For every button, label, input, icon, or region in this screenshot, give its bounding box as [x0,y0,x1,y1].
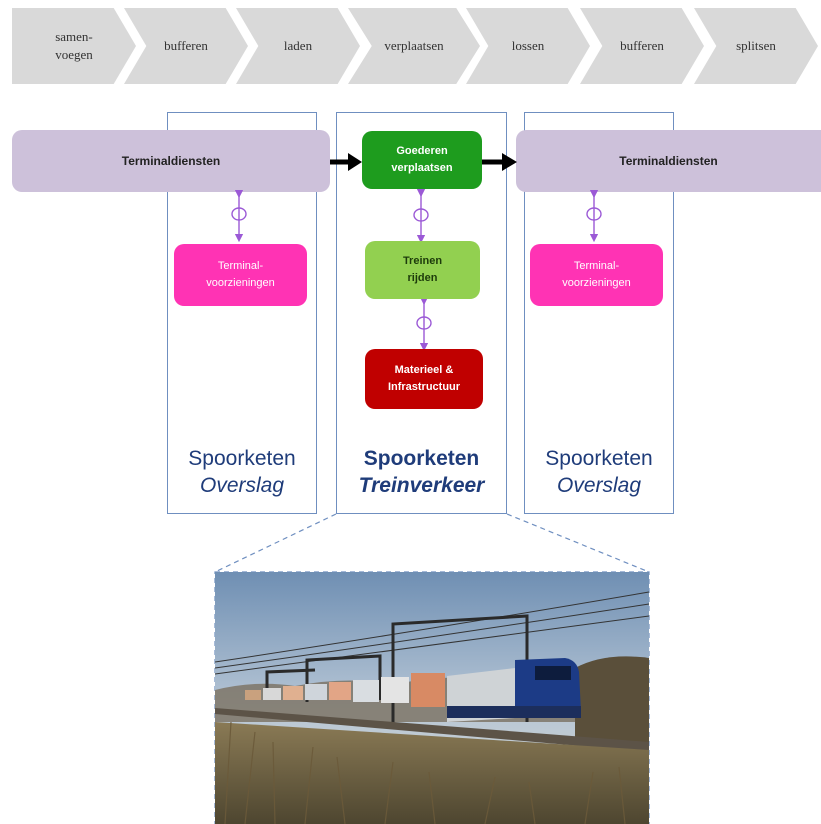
panel-title-line2: Overslag [199,473,285,497]
process-step-label: laden [283,38,313,54]
box-label: Treinen rijden [402,254,443,284]
terminalvoorzieningen-right-box: Terminal- voorzieningen [530,244,663,306]
flow-arrow-left [330,153,362,171]
terminaldiensten-right-bar: Terminaldiensten [516,130,821,192]
panel-title: Spoorketen Overslag [525,446,673,500]
panel-title-line1: Spoorketen [363,447,480,470]
process-step-label: bufferen [164,38,208,54]
terminalvoorzieningen-left-box: Terminal- voorzieningen [174,244,307,306]
panel-title: Spoorketen Treinverkeer [337,446,506,500]
connector-center-1 [413,188,429,244]
process-step-label: splitsen [736,38,776,54]
materieel-infrastructuur-box: Materieel & Infrastructuur [365,349,483,409]
panel-title-line2: Overslag [556,473,642,497]
goederen-verplaatsen-box: Goederen verplaatsen [362,131,482,189]
panel-title-line2: Treinverkeer [358,473,485,497]
process-step-label: samen- voegen [55,29,93,62]
panel-title: Spoorketen Overslag [168,446,316,500]
connector-left [231,189,247,243]
train-photo [215,572,649,824]
terminaldiensten-label: Terminaldiensten [121,154,221,168]
process-step-label: lossen [511,38,545,54]
box-label: Terminal- voorzieningen [206,259,275,289]
box-label: Goederen verplaatsen [391,144,453,174]
flow-arrow-right [482,153,517,171]
terminaldiensten-label: Terminaldiensten [619,154,718,168]
train-photo-image [215,572,649,824]
box-label: Terminal- voorzieningen [562,259,631,289]
terminaldiensten-left-bar: Terminaldiensten [12,130,330,192]
treinen-rijden-box: Treinen rijden [365,241,480,299]
panel-title-line1: Spoorketen [545,447,653,470]
process-step-label: bufferen [620,38,664,54]
connector-right [586,189,602,243]
connector-center-2 [416,296,432,352]
process-step-samenvoegen: samen- voegen [12,8,136,84]
box-label: Materieel & Infrastructuur [387,363,461,393]
process-step-label: verplaatsen [384,38,444,54]
panel-title-line1: Spoorketen [188,447,296,470]
